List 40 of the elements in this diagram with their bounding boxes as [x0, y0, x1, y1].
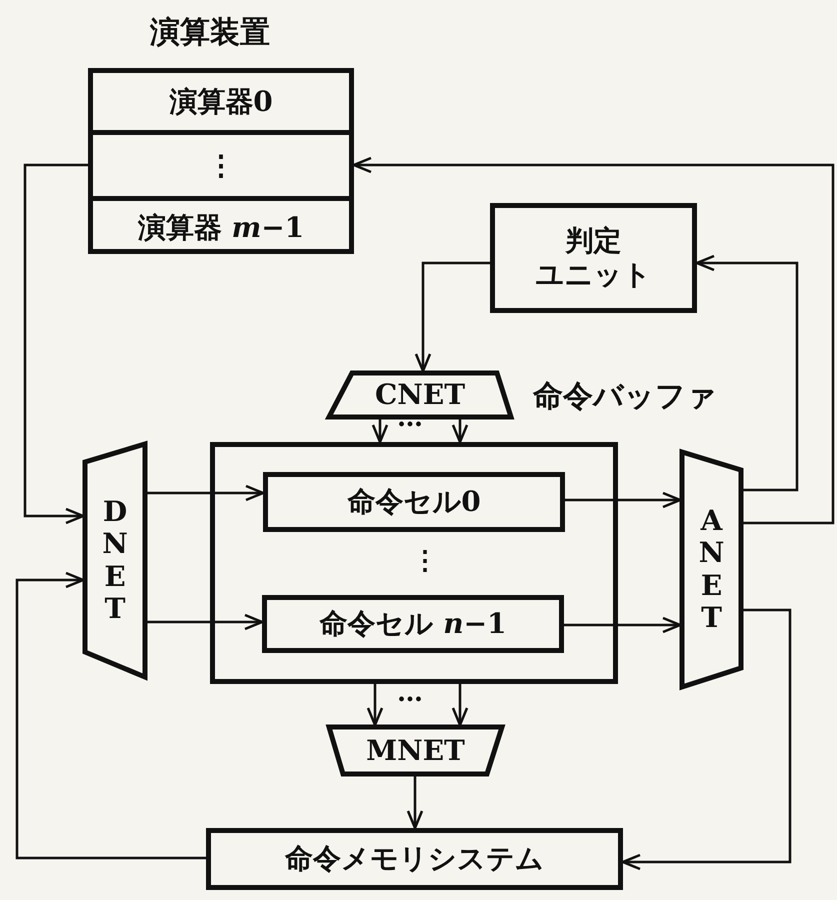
node-label: 命令セル0 — [347, 485, 481, 519]
arrow — [406, 776, 424, 830]
arrow — [16, 572, 206, 860]
unit-frame — [88, 68, 354, 254]
node-label: 演算器0 — [169, 84, 273, 118]
arrow — [696, 254, 798, 492]
group-heading: 命令バッファ — [533, 382, 717, 412]
node-label: ユニット — [536, 258, 652, 292]
node-label: ⋮ — [207, 148, 235, 182]
arrow — [622, 608, 792, 870]
network-trapezoid — [680, 450, 743, 689]
arrow — [147, 614, 264, 630]
network-trapezoid — [327, 371, 513, 419]
process-box — [263, 472, 565, 532]
arrow — [414, 262, 490, 372]
node-label: MNET — [366, 734, 465, 768]
arrow — [452, 419, 468, 444]
network-trapezoid — [83, 442, 147, 679]
arrow — [372, 419, 388, 444]
process-box — [206, 828, 623, 890]
arrow — [366, 684, 384, 726]
arrow — [565, 492, 682, 508]
node-label: DNET — [101, 496, 129, 625]
node-label: 命令メモリシステム — [285, 842, 544, 876]
arrow — [24, 164, 88, 524]
ellipsis-mark: ⋮ — [412, 548, 438, 574]
arrow — [352, 156, 834, 524]
group-heading: 演算装置 — [150, 18, 270, 48]
arrow — [452, 684, 468, 726]
node-label: 命令セル n−1 — [319, 607, 507, 641]
node-label: ANET — [698, 505, 726, 634]
ellipsis-mark: … — [397, 680, 423, 706]
network-trapezoid — [327, 725, 504, 776]
buffer-frame — [210, 442, 618, 684]
process-box — [262, 595, 564, 653]
arrow — [147, 484, 264, 502]
node-label: 演算器 m−1 — [138, 210, 304, 244]
arrow — [564, 616, 682, 634]
process-box — [490, 203, 697, 313]
node-label: 判定 — [566, 224, 622, 258]
